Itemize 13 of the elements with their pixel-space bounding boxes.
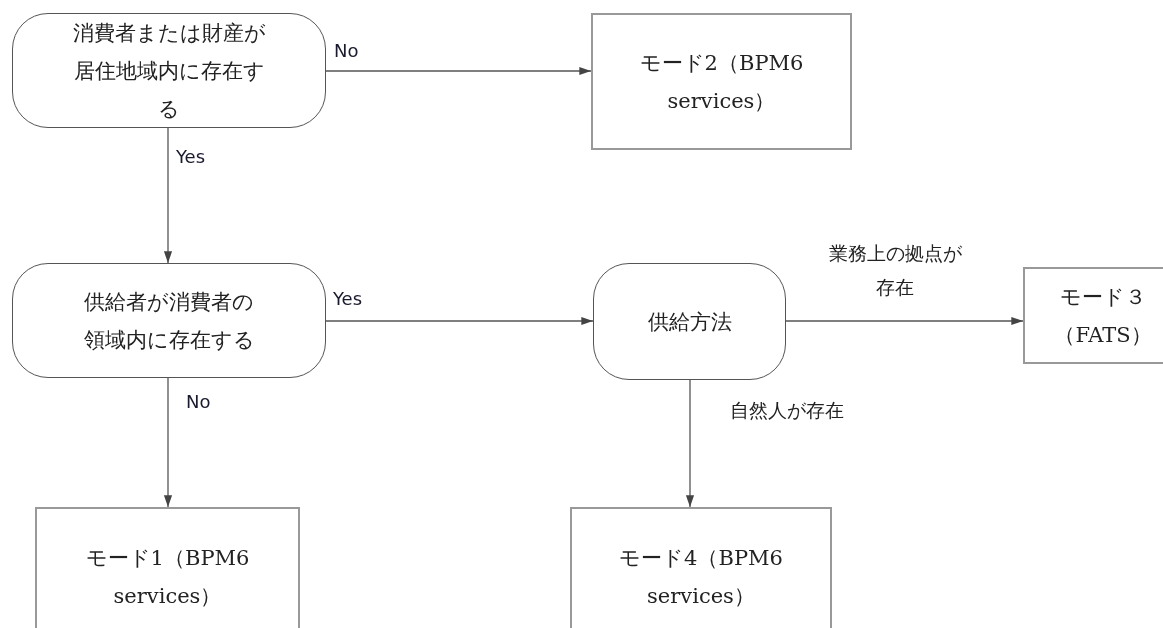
arrow — [163, 127, 173, 264]
mode-box: モード３（FATS） — [1023, 267, 1163, 364]
arrow — [785, 316, 1024, 326]
arrow — [163, 377, 173, 508]
decision-box: 消費者または財産が居住地域内に存在する — [12, 13, 326, 128]
decision-box: 供給者が消費者の領域内に存在する — [12, 263, 326, 378]
mode-box: モード1（BPM6 services） — [35, 507, 300, 628]
mode-box: モード4（BPM6 services） — [570, 507, 832, 628]
arrow — [325, 316, 594, 326]
mode-box: モード2（BPM6 services） — [591, 13, 852, 150]
arrow — [325, 66, 592, 76]
arrow — [685, 379, 695, 508]
decision-box: 供給方法 — [593, 263, 786, 380]
